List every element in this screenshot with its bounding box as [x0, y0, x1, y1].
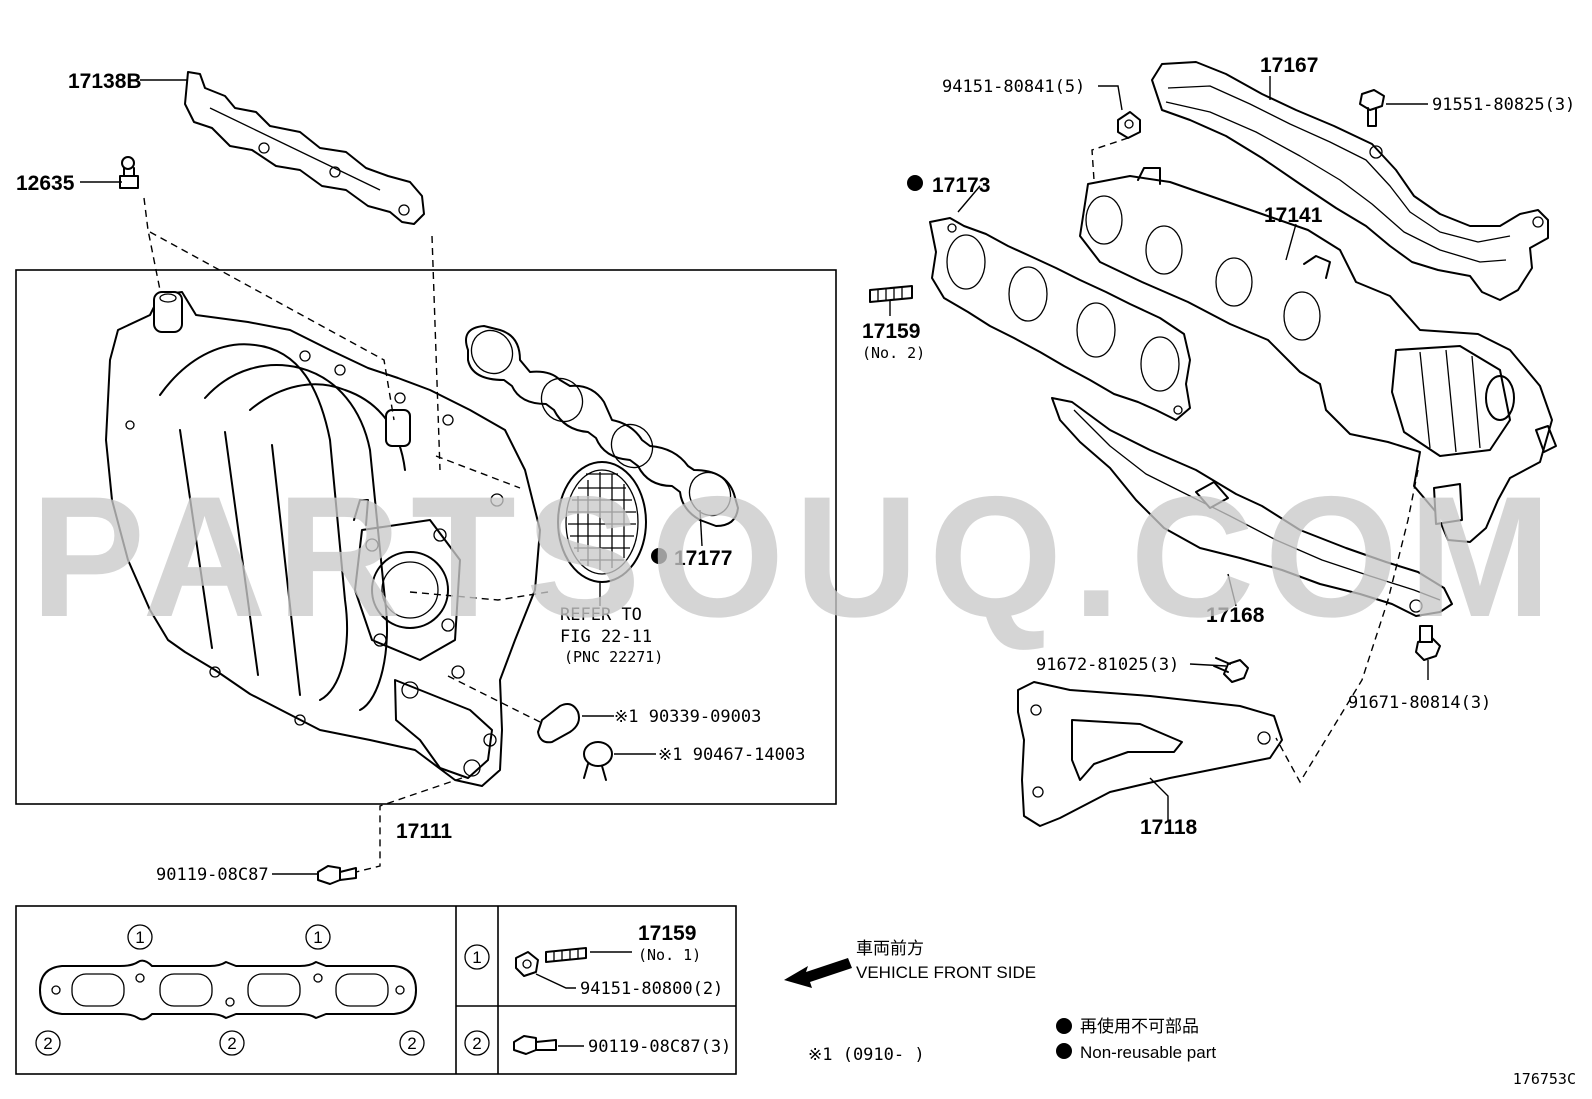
nonreusable-dot-legend-jp	[1056, 1018, 1072, 1034]
refer-to-line1: REFER TO	[560, 605, 642, 625]
gasket-17138b[interactable]	[184, 71, 425, 225]
watermark: PARTSOUQ.COM	[30, 461, 1561, 653]
date-note: ※1 (0910- )	[808, 1045, 925, 1065]
figure-id: 176753C	[1513, 1070, 1576, 1088]
nut-94151-80841[interactable]	[1117, 111, 1141, 139]
legend-bolt-90119-08c87[interactable]	[513, 1035, 557, 1055]
legend-label-17159: 17159	[638, 922, 696, 945]
label-17167: 17167	[1260, 54, 1318, 77]
throttle-body-gasket[interactable]	[557, 461, 647, 583]
marker-2-right: 2	[407, 1034, 416, 1053]
stud-12635[interactable]	[119, 156, 139, 189]
label-12635: 12635	[16, 172, 75, 195]
bolt-91672-81025[interactable]	[1213, 657, 1249, 683]
part-labels: 17138B 12635 94151-80841(5) 17167 91551-…	[16, 54, 1575, 885]
label-17168: 17168	[1206, 604, 1265, 627]
clamp-90467-14003[interactable]	[583, 741, 613, 781]
bolt-91551-80825[interactable]	[1359, 89, 1385, 127]
legend-label-90119-08c87: 90119-08C87(3)	[588, 1037, 731, 1057]
nonreusable-dot-17173	[907, 175, 923, 191]
notes: ※1 (0910- ) 再使用不可部品 Non-reusable part 17…	[808, 1016, 1576, 1088]
nonreuse-en: Non-reusable part	[1080, 1043, 1216, 1062]
refer-to-line2: FIG 22-11	[560, 627, 652, 647]
label-94151-80841: 94151-80841(5)	[942, 77, 1085, 97]
marker-1-left: 1	[135, 928, 144, 947]
plug-90339-09003[interactable]	[537, 703, 580, 744]
legend-table: 1 1 2 2 2 1 2 17159 (No. 1) 94151-80800(…	[15, 905, 737, 1075]
label-90119-08c87: 90119-08C87	[156, 865, 269, 885]
label-17159-no2-sub: (No. 2)	[862, 344, 925, 362]
label-17118: 17118	[1140, 816, 1198, 839]
leader-lines	[80, 76, 1429, 875]
legend-gasket-drawing	[39, 959, 417, 1021]
label-91551-80825: 91551-80825(3)	[1432, 95, 1575, 115]
label-90467-14003: ※1 90467-14003	[658, 745, 805, 765]
legend-label-94151-80800: 94151-80800(2)	[580, 979, 723, 999]
legend-row2-marker: 2	[472, 1034, 481, 1053]
heat-insulator-17167[interactable]	[1151, 61, 1549, 301]
nonreuse-jp: 再使用不可部品	[1080, 1016, 1199, 1036]
bolt-90119-08c87[interactable]	[317, 865, 357, 885]
label-17173: 17173	[932, 174, 990, 197]
direction-en: VEHICLE FRONT SIDE	[856, 963, 1036, 982]
nonreusable-dot-legend-en	[1056, 1043, 1072, 1059]
intake-manifold-17111[interactable]	[105, 291, 541, 787]
nonreusable-dot-17177	[651, 548, 667, 564]
marker-2-left: 2	[43, 1034, 52, 1053]
legend-label-17159-no1: (No. 1)	[638, 946, 701, 964]
marker-1-right: 1	[313, 928, 322, 947]
legend-nut-94151-80800[interactable]	[515, 951, 539, 977]
bracket-17118[interactable]	[1017, 681, 1283, 827]
direction-jp: 車両前方	[856, 939, 924, 958]
label-17138b: 17138B	[68, 70, 142, 93]
label-17111: 17111	[396, 820, 452, 843]
heat-insulator-17168[interactable]	[1051, 397, 1453, 617]
vehicle-front-direction: 車両前方 VEHICLE FRONT SIDE	[784, 939, 1036, 988]
assembly-dashed-lines	[143, 137, 1419, 873]
label-17159-no2: 17159	[862, 320, 920, 343]
intake-manifold-frame	[15, 269, 837, 805]
front-arrow-icon	[784, 958, 852, 988]
label-91671-80814: 91671-80814(3)	[1348, 693, 1491, 713]
label-17141: 17141	[1264, 204, 1323, 227]
stud-17159-no2[interactable]	[869, 285, 913, 303]
legend-drawing-markers: 1 1 2 2 2	[35, 924, 425, 1056]
label-17177: 17177	[674, 547, 732, 570]
bolt-91671-80814[interactable]	[1415, 625, 1441, 661]
exhaust-gasket-17173[interactable]	[929, 217, 1191, 421]
exhaust-manifold-17141[interactable]	[1079, 167, 1557, 543]
label-90339-09003: ※1 90339-09003	[614, 707, 761, 727]
intake-gasket-17177[interactable]	[464, 323, 739, 527]
marker-2-mid: 2	[227, 1034, 236, 1053]
label-91672-81025: 91672-81025(3)	[1036, 655, 1179, 675]
refer-to-line3: (PNC 22271)	[564, 648, 663, 666]
legend-row1-marker: 1	[472, 948, 481, 967]
legend-stud-17159-no1[interactable]	[545, 947, 587, 963]
